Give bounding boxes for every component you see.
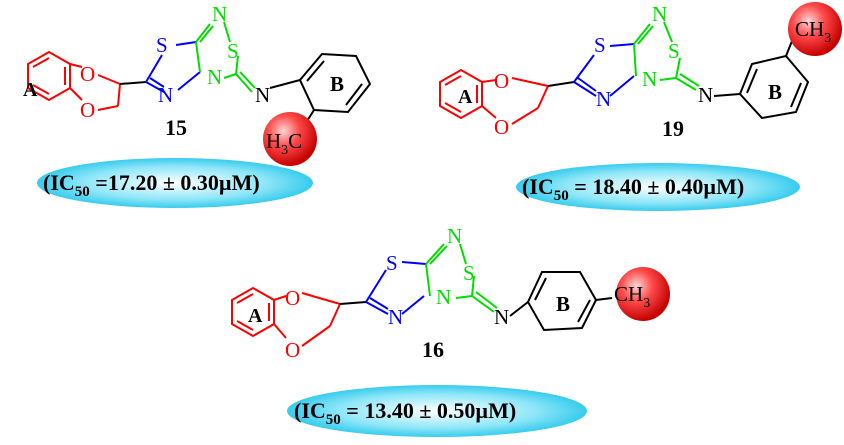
methyl-label: H3C <box>266 129 302 158</box>
compound-number: 15 <box>165 115 187 140</box>
nitrogen-atom: N <box>388 305 403 329</box>
sulfur-atom: S <box>463 261 475 285</box>
compound-19: A O O S N N N S N <box>439 2 842 211</box>
methyl-label: CH3 <box>614 282 650 311</box>
benzodioxane-core <box>27 50 121 111</box>
compound-15: A O O S N N N S N <box>23 2 372 208</box>
benzodioxane-core <box>439 68 549 125</box>
ic50-value: (IC50 = 13.40 ± 0.50µM) <box>294 398 516 428</box>
ring-b-label: B <box>330 72 344 96</box>
thiadiazole-core <box>119 21 256 93</box>
sulfur-atom: S <box>227 39 239 63</box>
ic50-ellipse <box>516 163 800 211</box>
methyl-ball <box>616 267 670 321</box>
oxygen-atom: O <box>285 286 300 310</box>
benzodioxane-core <box>231 286 341 347</box>
methyl-ball <box>788 2 842 56</box>
nitrogen-atom: N <box>652 2 667 26</box>
nitrogen-atom: N <box>212 2 227 26</box>
oxygen-atom: O <box>80 62 95 86</box>
nitrogen-atom: N <box>447 224 462 248</box>
nitrogen-atom: N <box>436 285 451 309</box>
nitrogen-atom: N <box>698 83 713 107</box>
ring-a-label: A <box>23 79 38 101</box>
oxygen-atom: O <box>494 115 509 139</box>
sulfur-atom: S <box>668 39 680 63</box>
ic50-ellipse <box>37 158 313 208</box>
tolyl-ring <box>509 271 613 332</box>
compound-number: 16 <box>422 337 444 362</box>
thiadiazole-core <box>339 243 498 315</box>
ic50-ellipse <box>287 385 587 437</box>
nitrogen-atom: N <box>207 65 222 89</box>
thiadiazole-core <box>547 21 700 97</box>
ring-a-label: A <box>248 305 263 327</box>
sulfur-atom: S <box>156 33 168 57</box>
ring-b-label: B <box>556 292 570 316</box>
oxygen-atom: O <box>80 98 95 122</box>
ring-a-label: A <box>458 86 473 108</box>
oxygen-atom: O <box>494 69 509 93</box>
ic50-value: (IC50 = 18.40 ± 0.40µM) <box>522 174 744 204</box>
nitrogen-atom: N <box>596 87 611 111</box>
sulfur-atom: S <box>386 251 398 275</box>
nitrogen-atom: N <box>642 67 657 91</box>
oxygen-atom: O <box>285 338 300 362</box>
nitrogen-atom: N <box>255 83 270 107</box>
nitrogen-atom: N <box>494 305 509 329</box>
nitrogen-atom: N <box>158 83 173 107</box>
methyl-ball <box>263 112 317 166</box>
methyl-label: CH3 <box>795 17 831 46</box>
ic50-value: (IC50 =17.20 ± 0.30µM) <box>43 170 260 200</box>
ring-b-label: B <box>768 80 782 104</box>
sulfur-atom: S <box>594 33 606 57</box>
tolyl-ring <box>713 35 810 120</box>
compound-16: A O O S N N N S N <box>231 224 670 437</box>
compound-number: 19 <box>662 116 684 141</box>
